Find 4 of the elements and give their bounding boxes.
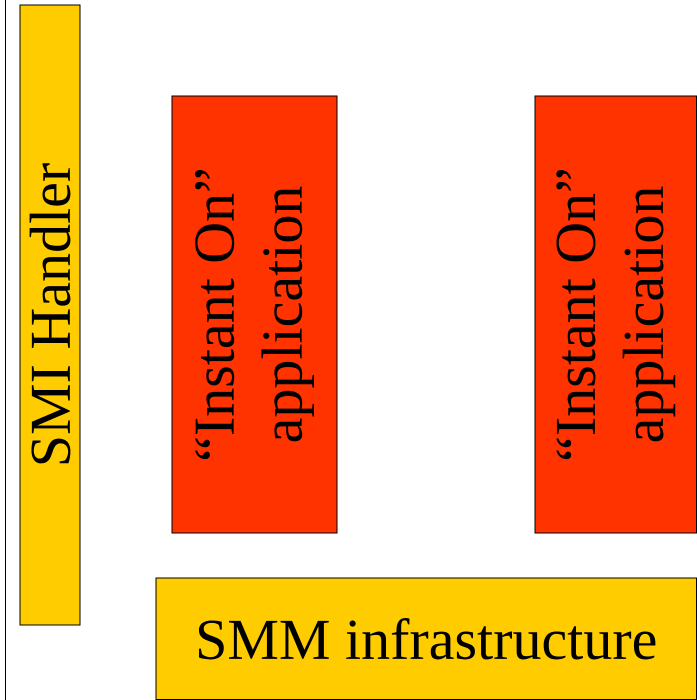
application-box: “Instant On” application bbox=[172, 96, 338, 534]
handler-bar: SMI Handler bbox=[20, 4, 80, 626]
application-box: “Instant On” application bbox=[534, 96, 697, 534]
infrastructure-bar: SMM infrastructure bbox=[156, 578, 697, 700]
